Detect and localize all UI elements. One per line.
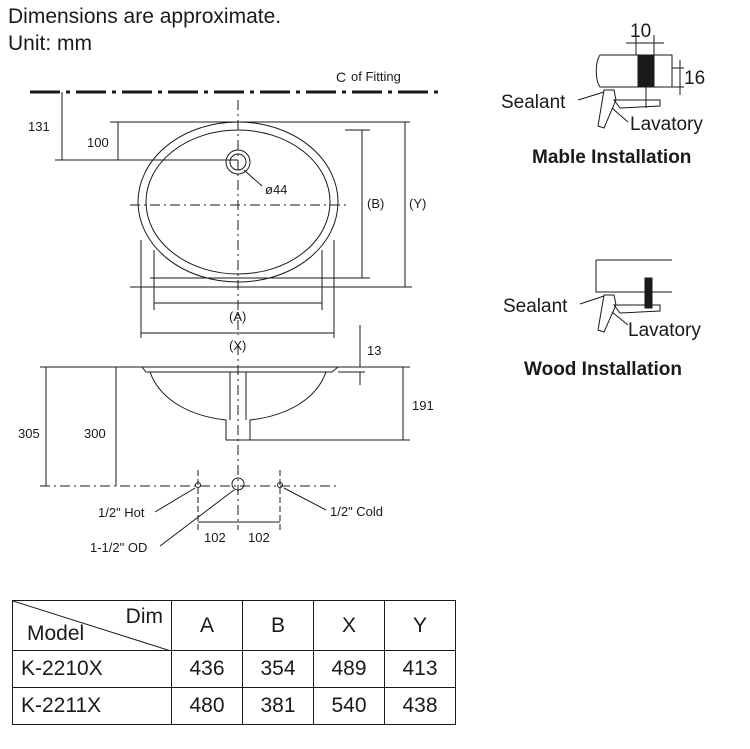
wood-installation-title: Wood Installation <box>524 359 682 380</box>
dimension-table: Dim Model A B X Y K-2210X 436 354 489 41… <box>12 600 456 725</box>
column-header: A <box>171 600 243 651</box>
mable-lavatory-label: Lavatory <box>630 114 703 135</box>
wood-lavatory-label: Lavatory <box>628 320 701 341</box>
note-approximate: Dimensions are approximate. <box>8 5 282 28</box>
model-cell: K-2210X <box>12 650 172 688</box>
table-row: K-2210X 436 354 489 413 <box>12 650 456 688</box>
header-dim: Dim <box>125 605 163 628</box>
model-cell: K-2211X <box>12 687 172 725</box>
mable-dim-16: 16 <box>684 68 706 89</box>
dim-102-right: 102 <box>248 530 270 545</box>
cold-supply-label: 1/2" Cold <box>330 504 384 519</box>
dim-102-left: 102 <box>204 530 226 545</box>
header-diagonal <box>13 601 171 651</box>
dim-x-label: (X) <box>229 338 247 353</box>
hole-diameter: ø44 <box>265 182 288 197</box>
value-cell: 489 <box>313 650 385 688</box>
dim-131: 131 <box>28 119 50 134</box>
dim-191: 191 <box>412 398 434 413</box>
column-header: X <box>313 600 385 651</box>
mable-detail <box>577 35 684 129</box>
wood-sealant-label: Sealant <box>503 296 568 317</box>
column-header: Y <box>384 600 456 651</box>
fitting-label: of Fitting <box>351 69 401 84</box>
header-corner-cell: Dim Model <box>12 600 172 651</box>
header-model: Model <box>27 622 85 645</box>
drain-outlet <box>231 477 245 491</box>
value-cell: 480 <box>171 687 243 725</box>
mable-sealant-label: Sealant <box>501 92 566 113</box>
dim-100: 100 <box>87 135 109 150</box>
drain-od-label: 1-1/2" OD <box>90 540 148 555</box>
dim-b-label: (B) <box>367 196 385 211</box>
mable-dim-10: 10 <box>630 21 652 42</box>
value-cell: 354 <box>242 650 314 688</box>
mable-installation-title: Mable Installation <box>532 147 692 168</box>
value-cell: 436 <box>171 650 243 688</box>
hot-supply-label: 1/2" Hot <box>98 505 145 520</box>
dim-a-label: (A) <box>229 309 247 324</box>
value-cell: 413 <box>384 650 456 688</box>
table-row: K-2211X 480 381 540 438 <box>12 687 456 725</box>
dim-13: 13 <box>367 343 382 358</box>
hole-leader <box>243 169 263 187</box>
value-cell: 540 <box>313 687 385 725</box>
dim-300: 300 <box>84 426 106 441</box>
dim-y-label: (Y) <box>409 196 427 211</box>
value-cell: 438 <box>384 687 456 725</box>
note-unit: Unit: mm <box>8 32 92 55</box>
centerline-symbol: C <box>336 69 346 85</box>
section-rim <box>140 366 340 373</box>
table-header-row: Dim Model A B X Y <box>12 600 456 651</box>
dim-305: 305 <box>18 426 40 441</box>
column-header: B <box>242 600 314 651</box>
value-cell: 381 <box>242 687 314 725</box>
wood-detail <box>579 259 672 333</box>
